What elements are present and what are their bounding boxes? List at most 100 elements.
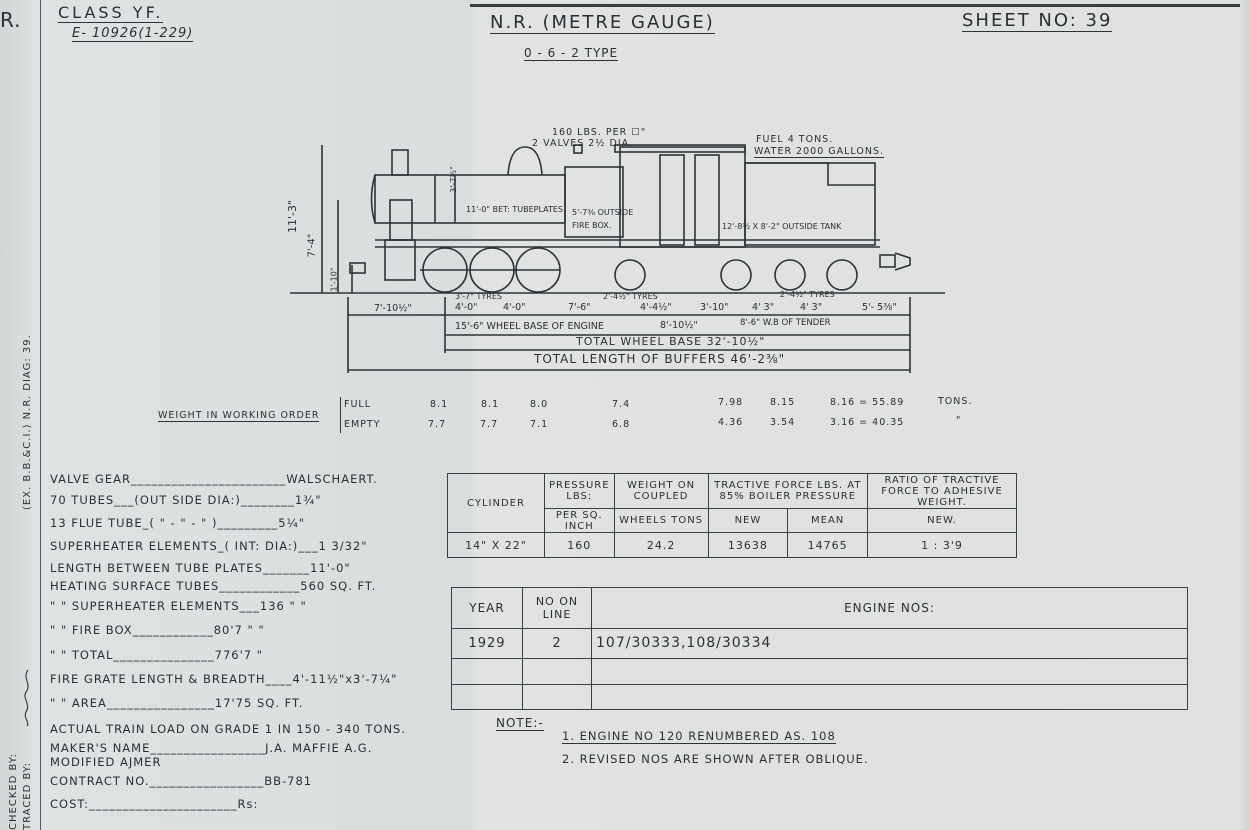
th-ratio-new: NEW.	[867, 508, 1017, 534]
th-cylinder: CYLINDER	[447, 472, 545, 534]
td-engine-nos: 107/30333,108/30334	[591, 627, 1188, 660]
tyres-coupled: 3'-7" TYRES	[455, 292, 502, 301]
weight-empty-3: 7.1	[530, 419, 549, 430]
sheet-number: SHEET NO: 39	[962, 10, 1113, 32]
engine-numbers-table: YEAR NO ON LINE ENGINE NOS: 1929 2 107/3…	[451, 587, 1188, 711]
empty-cell	[451, 683, 523, 711]
weight-full-6: 8.15	[770, 397, 796, 408]
weight-empty-5: 4.36	[718, 417, 744, 428]
railway-title: N.R. (METRE GAUGE)	[490, 12, 715, 34]
td-pressure: 160	[544, 532, 615, 558]
empty-cell	[591, 683, 1188, 711]
note-1: 1. ENGINE NO 120 RENUMBERED AS. 108	[562, 729, 836, 744]
td-no-on-line: 2	[522, 627, 592, 660]
dim-coupled-1: 4'-0"	[455, 302, 478, 313]
boiler-pressure-note: 160 LBS. PER ☐"	[552, 127, 647, 138]
empty-cell	[591, 658, 1188, 685]
weight-empty-6: 3.54	[770, 417, 796, 428]
spec-grate-area: " " AREA________________17'75 SQ. FT.	[50, 696, 304, 710]
spec-maker: MAKER'S NAME_________________J.A. MAFFIE…	[50, 741, 373, 755]
corner-label: R.	[0, 8, 22, 32]
dim-drawbar: 4'-4½"	[640, 302, 672, 313]
weight-full-total: 8.16 = 55.89	[830, 397, 905, 408]
tractive-force-table: CYLINDER PRESSURE LBS: WEIGHT ON COUPLED…	[447, 472, 1017, 558]
weight-full-label: FULL	[344, 399, 372, 410]
spec-valve-gear: VALVE GEAR_______________________WALSCHA…	[50, 472, 378, 486]
tube-length-note: 11'-0" BET: TUBEPLATES	[466, 205, 563, 214]
spec-maker-modified: MODIFIED AJMER	[50, 755, 162, 769]
weight-label: WEIGHT IN WORKING ORDER	[158, 410, 320, 422]
spec-hs-tubes: HEATING SURFACE TUBES____________560 SQ.…	[50, 579, 377, 593]
spec-flue-tube: 13 FLUE TUBE_( " - " - " )_________5¼"	[50, 516, 306, 530]
th-ratio: RATIO OF TRACTIVE FORCE TO ADHESIVE WEIG…	[867, 472, 1017, 510]
boiler-diameter: 3'-7½"	[448, 166, 458, 193]
spec-contract: CONTRACT NO._________________BB-781	[50, 774, 313, 788]
td-cylinder: 14" X 22"	[447, 532, 545, 558]
spec-train-load: ACTUAL TRAIN LOAD ON GRADE 1 IN 150 - 34…	[50, 722, 407, 736]
spec-hs-total: " " TOTAL_______________776'7 "	[50, 648, 263, 662]
water-capacity: WATER 2000 GALLONS.	[754, 146, 884, 158]
note-label: NOTE:-	[496, 716, 544, 731]
tyres-trailing: 2'-4½" TYRES	[603, 292, 658, 301]
dim-tender-axle-2: 4' 3"	[800, 302, 823, 313]
th-wheels-tons: WHEELS TONS	[613, 508, 709, 534]
weight-empty-label: EMPTY	[344, 419, 381, 430]
empty-cell	[522, 658, 592, 685]
wheelbase-tender: 8'-6" W.B OF TENDER	[740, 318, 831, 328]
empty-cell	[522, 683, 592, 711]
dim-tender-front: 3'-10"	[700, 302, 729, 313]
th-pressure: PRESSURE LBS:	[544, 472, 615, 510]
note-2: 2. REVISED NOS ARE SHOWN AFTER OBLIQUE.	[562, 752, 869, 766]
th-mean: MEAN	[787, 508, 868, 534]
safety-valve-note: 2 VALVES 2½ DIA.	[532, 138, 633, 149]
weight-full-4: 7.4	[612, 399, 631, 410]
wheelbase-middle: 8'-10½"	[660, 320, 698, 331]
weight-bracket	[340, 397, 342, 433]
diagram-reference: (EX. B.B.&C.I.) N.R. DIAG: 39.	[22, 334, 33, 510]
class-title: CLASS YF.	[58, 3, 164, 23]
td-ratio: 1 : 3'9	[867, 532, 1017, 558]
th-tractive: TRACTIVE FORCE LBS. AT 85% BOILER PRESSU…	[707, 472, 869, 510]
weight-full-1: 8.1	[430, 399, 449, 410]
total-wheelbase: TOTAL WHEEL BASE 32'-10½"	[576, 335, 766, 348]
weight-full-2: 8.1	[481, 399, 500, 410]
height-buffer: 1'-10"	[329, 267, 339, 292]
weight-empty-unit: "	[956, 415, 962, 426]
checked-by-label: CHECKED BY:	[8, 752, 19, 830]
wheel-arrangement: 0 - 6 - 2 TYPE	[524, 46, 619, 61]
fuel-capacity: FUEL 4 TONS.	[756, 134, 834, 145]
th-no-on-line: NO ON LINE	[522, 587, 592, 629]
dim-engine-trailing: 7'-6"	[568, 302, 591, 313]
weight-full-5: 7.98	[718, 397, 744, 408]
spec-superheater: SUPERHEATER ELEMENTS_( INT: DIA:)___1 3/…	[50, 539, 368, 553]
dim-front-overhang: 7'-10½"	[374, 303, 412, 314]
tank-size-note: 12'-8½ X 8'-2" OUTSIDE TANK	[722, 222, 842, 231]
th-per-sq-inch: PER SQ. INCH	[544, 508, 615, 534]
height-boiler: 7'-4"	[306, 233, 318, 258]
weight-full-3: 8.0	[530, 399, 549, 410]
empty-cell	[451, 658, 523, 685]
spec-tubes: 70 TUBES___(OUT SIDE DIA:)________1¾"	[50, 493, 322, 507]
dim-coupled-2: 4'-0"	[503, 302, 526, 313]
firebox-label: FIRE BOX.	[572, 221, 612, 230]
th-new: NEW	[707, 508, 789, 534]
dim-rear-overhang: 5'- 5⅜"	[862, 302, 897, 313]
spec-hs-firebox: " " FIRE BOX____________80'7 " "	[50, 623, 265, 637]
th-weight: WEIGHT ON COUPLED	[613, 472, 709, 510]
dim-tender-axle-1: 4' 3"	[752, 302, 775, 313]
weight-full-unit: TONS.	[938, 396, 973, 407]
drawing-ref: E- 10926(1-229)	[72, 26, 194, 42]
th-engine-nos: ENGINE NOS:	[591, 587, 1188, 629]
left-margin	[0, 0, 41, 830]
spec-grate-size: FIRE GRATE LENGTH & BREADTH____4'-11½"x3…	[50, 672, 398, 686]
weight-empty-total: 3.16 = 40.35	[830, 417, 905, 428]
td-weight: 24.2	[613, 532, 709, 558]
td-year: 1929	[451, 627, 523, 660]
weight-empty-2: 7.7	[480, 419, 499, 430]
spec-cost: COST:______________________Rs:	[50, 797, 259, 811]
total-length: TOTAL LENGTH OF BUFFERS 46'-2⅜"	[534, 352, 786, 366]
weight-empty-1: 7.7	[428, 419, 447, 430]
locomotive-diagram	[290, 144, 945, 373]
td-tf-mean: 14765	[787, 532, 868, 558]
